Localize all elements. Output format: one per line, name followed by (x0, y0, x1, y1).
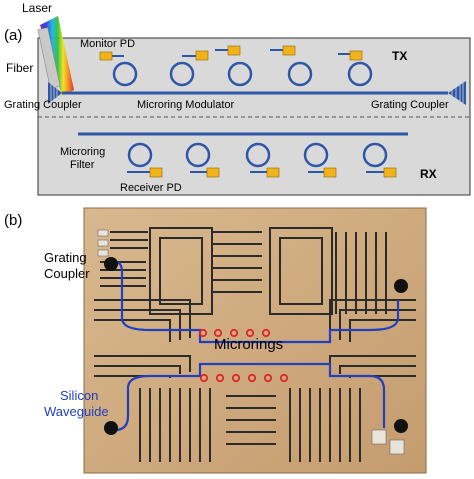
receiver-pd-5 (383, 167, 397, 178)
tx-microring-3 (215, 45, 253, 87)
monitor-pd-label: Monitor PD (80, 38, 135, 50)
microring-markers-bottom (199, 373, 289, 383)
rx-microring-5 (362, 142, 397, 178)
receiver-pd-label: Receiver PD (120, 182, 182, 194)
monitor-pd-5 (349, 50, 363, 61)
grating-coupler-left-lines (50, 84, 58, 102)
tx-microring-5 (338, 50, 373, 87)
microrings-label: Microrings (214, 336, 283, 353)
grating-coupler-right-lines (451, 83, 464, 103)
monitor-pd-1 (99, 51, 113, 61)
rx-microring-4 (303, 142, 337, 178)
grating-coupler-left-label: Grating Coupler (4, 99, 82, 111)
fiber-label: Fiber (6, 61, 33, 75)
rx-label: RX (420, 167, 437, 181)
grating-couplers-chip (104, 257, 408, 435)
microring-markers-top (198, 328, 271, 338)
metal-routing-bottom (139, 388, 361, 462)
fiber-core (37, 27, 61, 89)
receiver-pd-1 (149, 167, 163, 178)
pads-light (97, 229, 405, 455)
receiver-pd-2 (206, 167, 220, 178)
grating-label-line1: Grating (44, 250, 87, 265)
grating-coupler-right-shape (448, 81, 466, 105)
monitor-pd-2 (195, 50, 209, 61)
silicon-label-line2: Waveguide (44, 404, 109, 419)
filter-label-line2: Filter (70, 159, 95, 171)
monitor-pd-3 (227, 45, 241, 56)
grating-coupler-right-label: Grating Coupler (371, 99, 449, 111)
tx-label: TX (392, 49, 407, 63)
panel-a-label: (a) (4, 27, 22, 44)
panel-b: (b) (4, 207, 427, 474)
grating-label-line2: Coupler (44, 266, 90, 281)
silicon-waveguides (114, 260, 400, 432)
laser-label: Laser (22, 1, 52, 15)
tx-microring-1 (99, 51, 138, 87)
grating-coupler-left-shape (48, 82, 62, 104)
monitor-pd-4 (282, 45, 296, 56)
rx-microring-3 (245, 142, 280, 178)
silicon-label-line1: Silicon (60, 388, 98, 403)
receiver-pd-3 (266, 167, 280, 178)
rx-microring-1 (127, 142, 163, 178)
receiver-pd-4 (323, 167, 337, 178)
filter-label-line1: Microring (60, 146, 105, 158)
rx-microring-2 (185, 142, 220, 178)
tx-microring-2 (169, 50, 209, 87)
panel-b-label: (b) (4, 212, 22, 229)
modulator-label: Microring Modulator (137, 99, 235, 111)
tx-microring-4 (270, 45, 313, 87)
panel-a: (a) Laser Fiber (4, 1, 471, 196)
